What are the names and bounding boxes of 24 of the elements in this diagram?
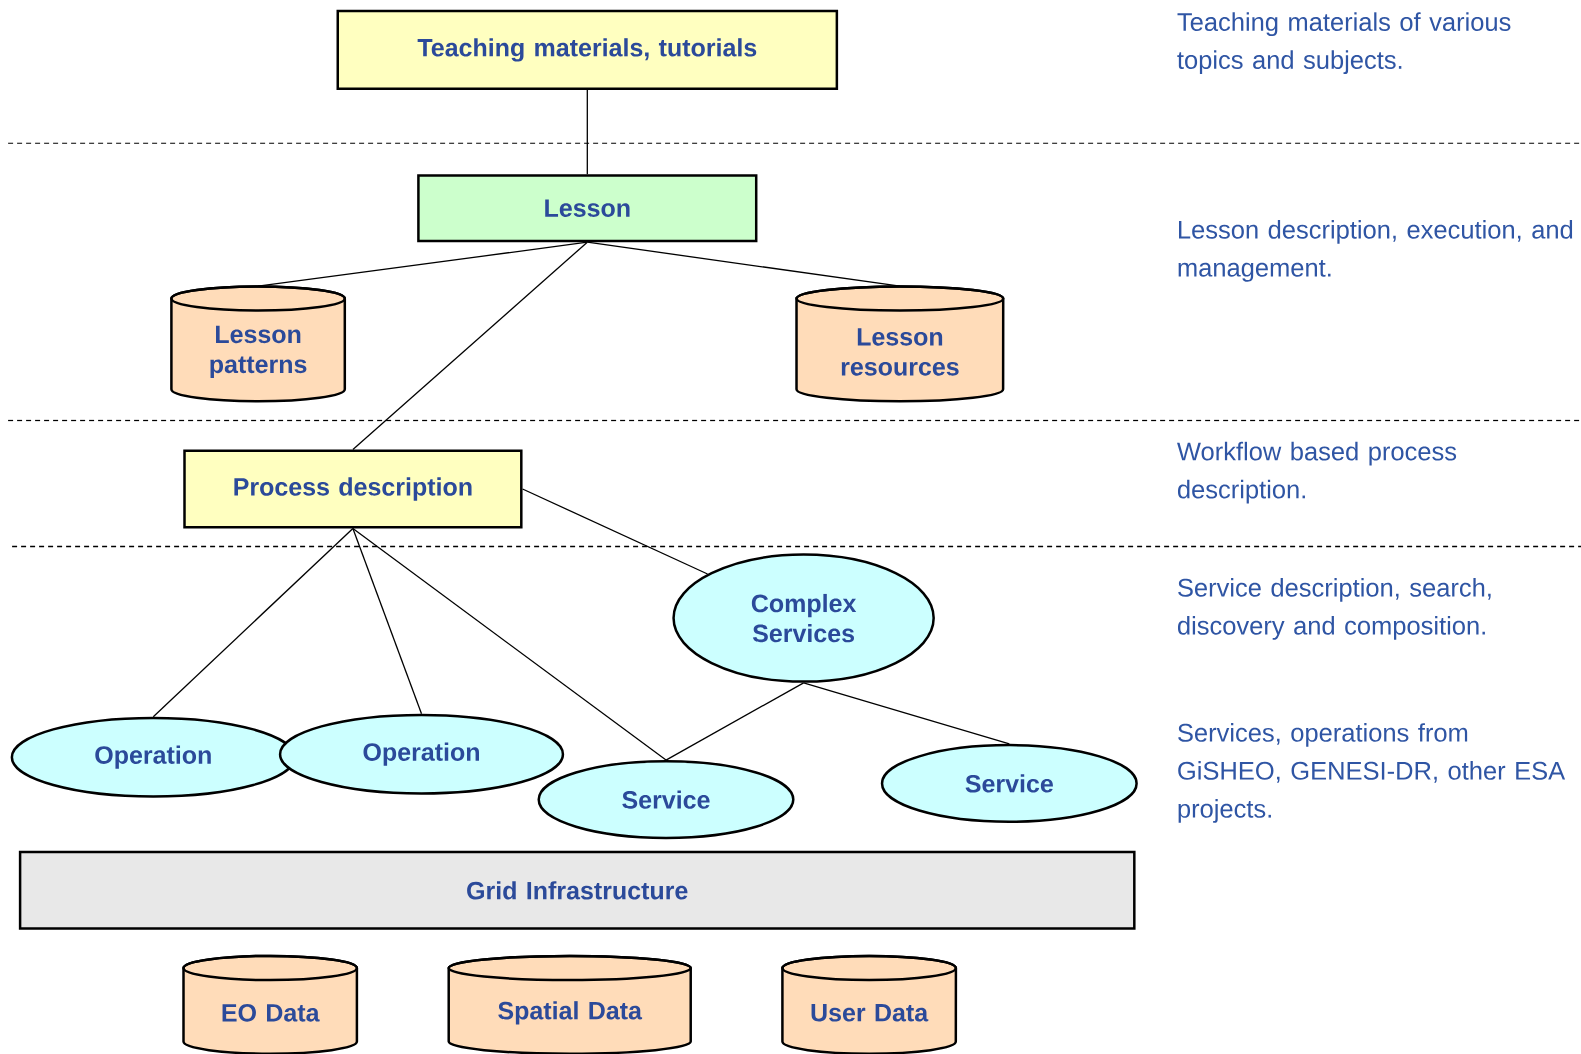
database-cylinder: User Data — [781, 954, 958, 1054]
process-box: Teaching materials, tutorials — [336, 9, 839, 90]
database-cylinder: EO Data — [182, 954, 359, 1054]
description-text: Workflow based process description. — [1177, 441, 1457, 504]
connector-line — [586, 241, 901, 287]
connector-line — [257, 241, 588, 287]
database-cylinder: Lesson patterns — [170, 285, 347, 403]
description-text: Lesson description, execution, and management. — [1178, 220, 1573, 282]
process-box: Process description — [183, 449, 523, 529]
connector-line — [352, 241, 588, 451]
connector-line — [521, 488, 709, 575]
connector-line — [665, 682, 805, 761]
process-box: Lesson — [417, 174, 758, 243]
connector-line — [352, 527, 667, 761]
description-text: Service description, search, discovery and composition. — [1178, 578, 1491, 640]
connector-line — [802, 682, 1010, 745]
connector-line — [152, 527, 354, 718]
description-text: Services, operations from GiSHEO, GENESI-DR, other ESA projects. — [1178, 723, 1566, 823]
connector-line — [352, 527, 423, 715]
connector-line — [586, 89, 588, 175]
description-text: Teaching materials of various topics and subjects. — [1177, 12, 1511, 75]
database-cylinder: Spatial Data — [447, 954, 692, 1054]
database-cylinder: Lesson resources — [795, 285, 1005, 403]
infrastructure-bar: Grid Infrastructure — [18, 850, 1136, 930]
